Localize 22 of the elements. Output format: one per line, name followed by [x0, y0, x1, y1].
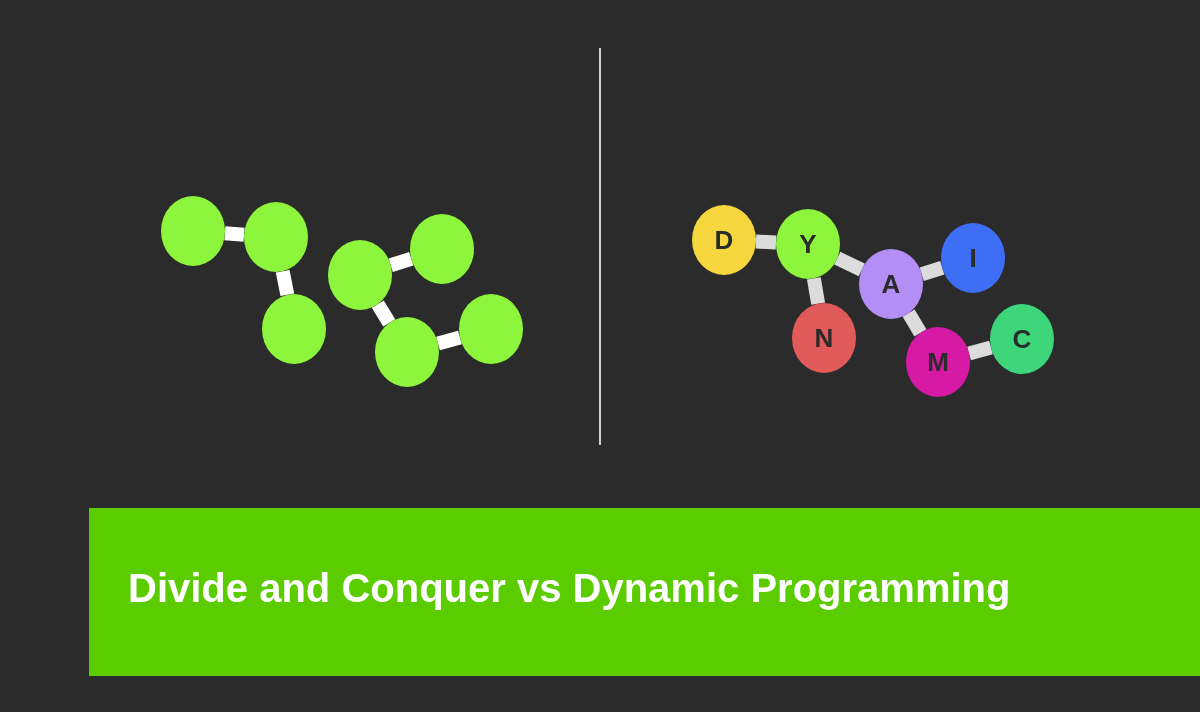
connector-line — [834, 251, 865, 277]
node-letter: D — [714, 224, 734, 256]
connector-line — [388, 252, 414, 272]
connector-line — [224, 226, 245, 242]
connector-line — [806, 277, 826, 305]
node-letter: I — [969, 242, 977, 274]
connector-line — [919, 261, 945, 281]
title: Divide and Conquer vs Dynamic Programming — [128, 566, 1011, 611]
node-letter: Y — [799, 228, 817, 260]
node-letter: M — [927, 346, 949, 378]
connector-line — [967, 340, 993, 361]
circle-node — [375, 317, 439, 387]
node-letter: A — [881, 268, 901, 300]
connector-line — [275, 269, 295, 297]
node-letter: N — [814, 322, 834, 354]
node-letter: C — [1012, 323, 1032, 355]
connector-line — [371, 300, 396, 327]
connector-line — [755, 234, 777, 250]
connector-line — [436, 330, 462, 351]
connector-line — [902, 309, 927, 337]
letter-circle — [906, 327, 970, 397]
letter-circle — [859, 249, 923, 319]
